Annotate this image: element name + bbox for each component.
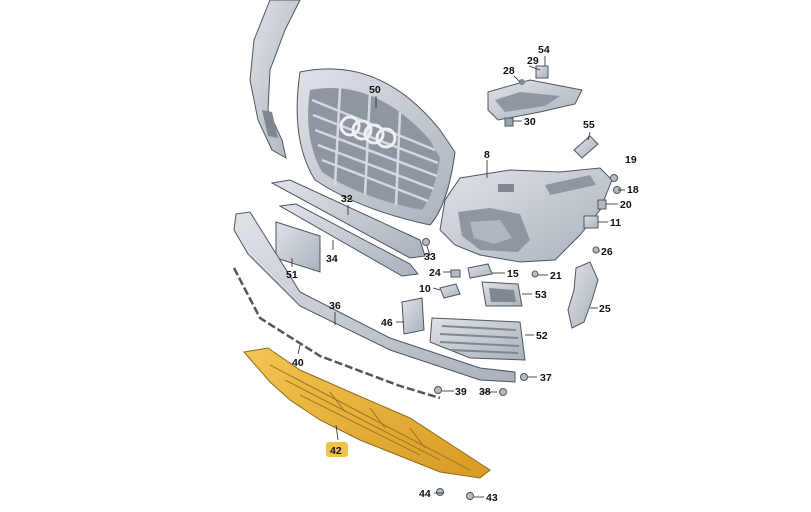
label-34: 34 xyxy=(326,253,338,265)
radiator-grille xyxy=(296,68,456,226)
fastener-44 xyxy=(436,488,444,496)
trim-strip-40 xyxy=(232,267,441,400)
audi-rings-icon xyxy=(339,115,397,149)
label-40: 40 xyxy=(292,357,304,369)
fastener-38 xyxy=(499,388,507,396)
bumper-upper-strip xyxy=(249,0,301,159)
fog-grille-52 xyxy=(429,317,526,361)
underbody-cover-42 xyxy=(243,347,491,479)
label-46: 46 xyxy=(381,317,393,329)
label-33: 33 xyxy=(424,251,436,263)
label-28: 28 xyxy=(503,65,515,77)
label-43: 43 xyxy=(486,492,498,504)
fastener-43 xyxy=(466,492,474,500)
label-18: 18 xyxy=(627,184,639,196)
license-plate-holder-51 xyxy=(275,221,321,273)
label-29: 29 xyxy=(527,55,539,67)
fastener-37 xyxy=(520,373,528,381)
bracket-28 xyxy=(487,65,583,127)
part-32 xyxy=(270,179,426,259)
part-number-labels: 50 8 54 29 28 30 55 19 18 20 11 26 15 21… xyxy=(286,44,639,504)
part-34 xyxy=(278,203,419,277)
label-10: 10 xyxy=(419,283,431,295)
label-54: 54 xyxy=(538,44,550,56)
right-fasteners xyxy=(583,174,621,254)
label-26: 26 xyxy=(601,246,613,258)
label-39: 39 xyxy=(455,386,467,398)
label-53: 53 xyxy=(535,289,547,301)
part-55 xyxy=(573,135,599,159)
part-10 xyxy=(439,283,461,299)
part-33 xyxy=(422,238,430,246)
lower-bumper-36 xyxy=(233,211,516,383)
label-24: 24 xyxy=(429,267,441,279)
label-30: 30 xyxy=(524,116,536,128)
label-55: 55 xyxy=(583,119,595,131)
label-32: 32 xyxy=(341,193,353,205)
part-46 xyxy=(401,297,425,335)
label-25: 25 xyxy=(599,303,611,315)
label-42-highlight xyxy=(326,442,348,457)
label-51: 51 xyxy=(286,269,298,281)
fastener-39 xyxy=(434,386,442,394)
part-21 xyxy=(531,270,539,278)
label-37: 37 xyxy=(540,372,552,384)
bumper-upper-strip-slot xyxy=(262,110,278,138)
label-52: 52 xyxy=(536,330,548,342)
label-38: 38 xyxy=(479,386,491,398)
label-15: 15 xyxy=(507,268,519,280)
part-25 xyxy=(567,261,599,329)
part-24 xyxy=(450,269,461,278)
part-15 xyxy=(467,263,493,279)
label-50: 50 xyxy=(369,84,381,96)
label-20: 20 xyxy=(620,199,632,211)
bumper-cover xyxy=(439,167,613,263)
label-36: 36 xyxy=(329,300,341,312)
label-21: 21 xyxy=(550,270,562,282)
label-42: 42 xyxy=(330,445,342,457)
label-44: 44 xyxy=(419,488,431,500)
label-19: 19 xyxy=(625,154,637,166)
leader-lines xyxy=(291,56,625,498)
label-8: 8 xyxy=(484,149,490,161)
label-11: 11 xyxy=(610,217,621,229)
